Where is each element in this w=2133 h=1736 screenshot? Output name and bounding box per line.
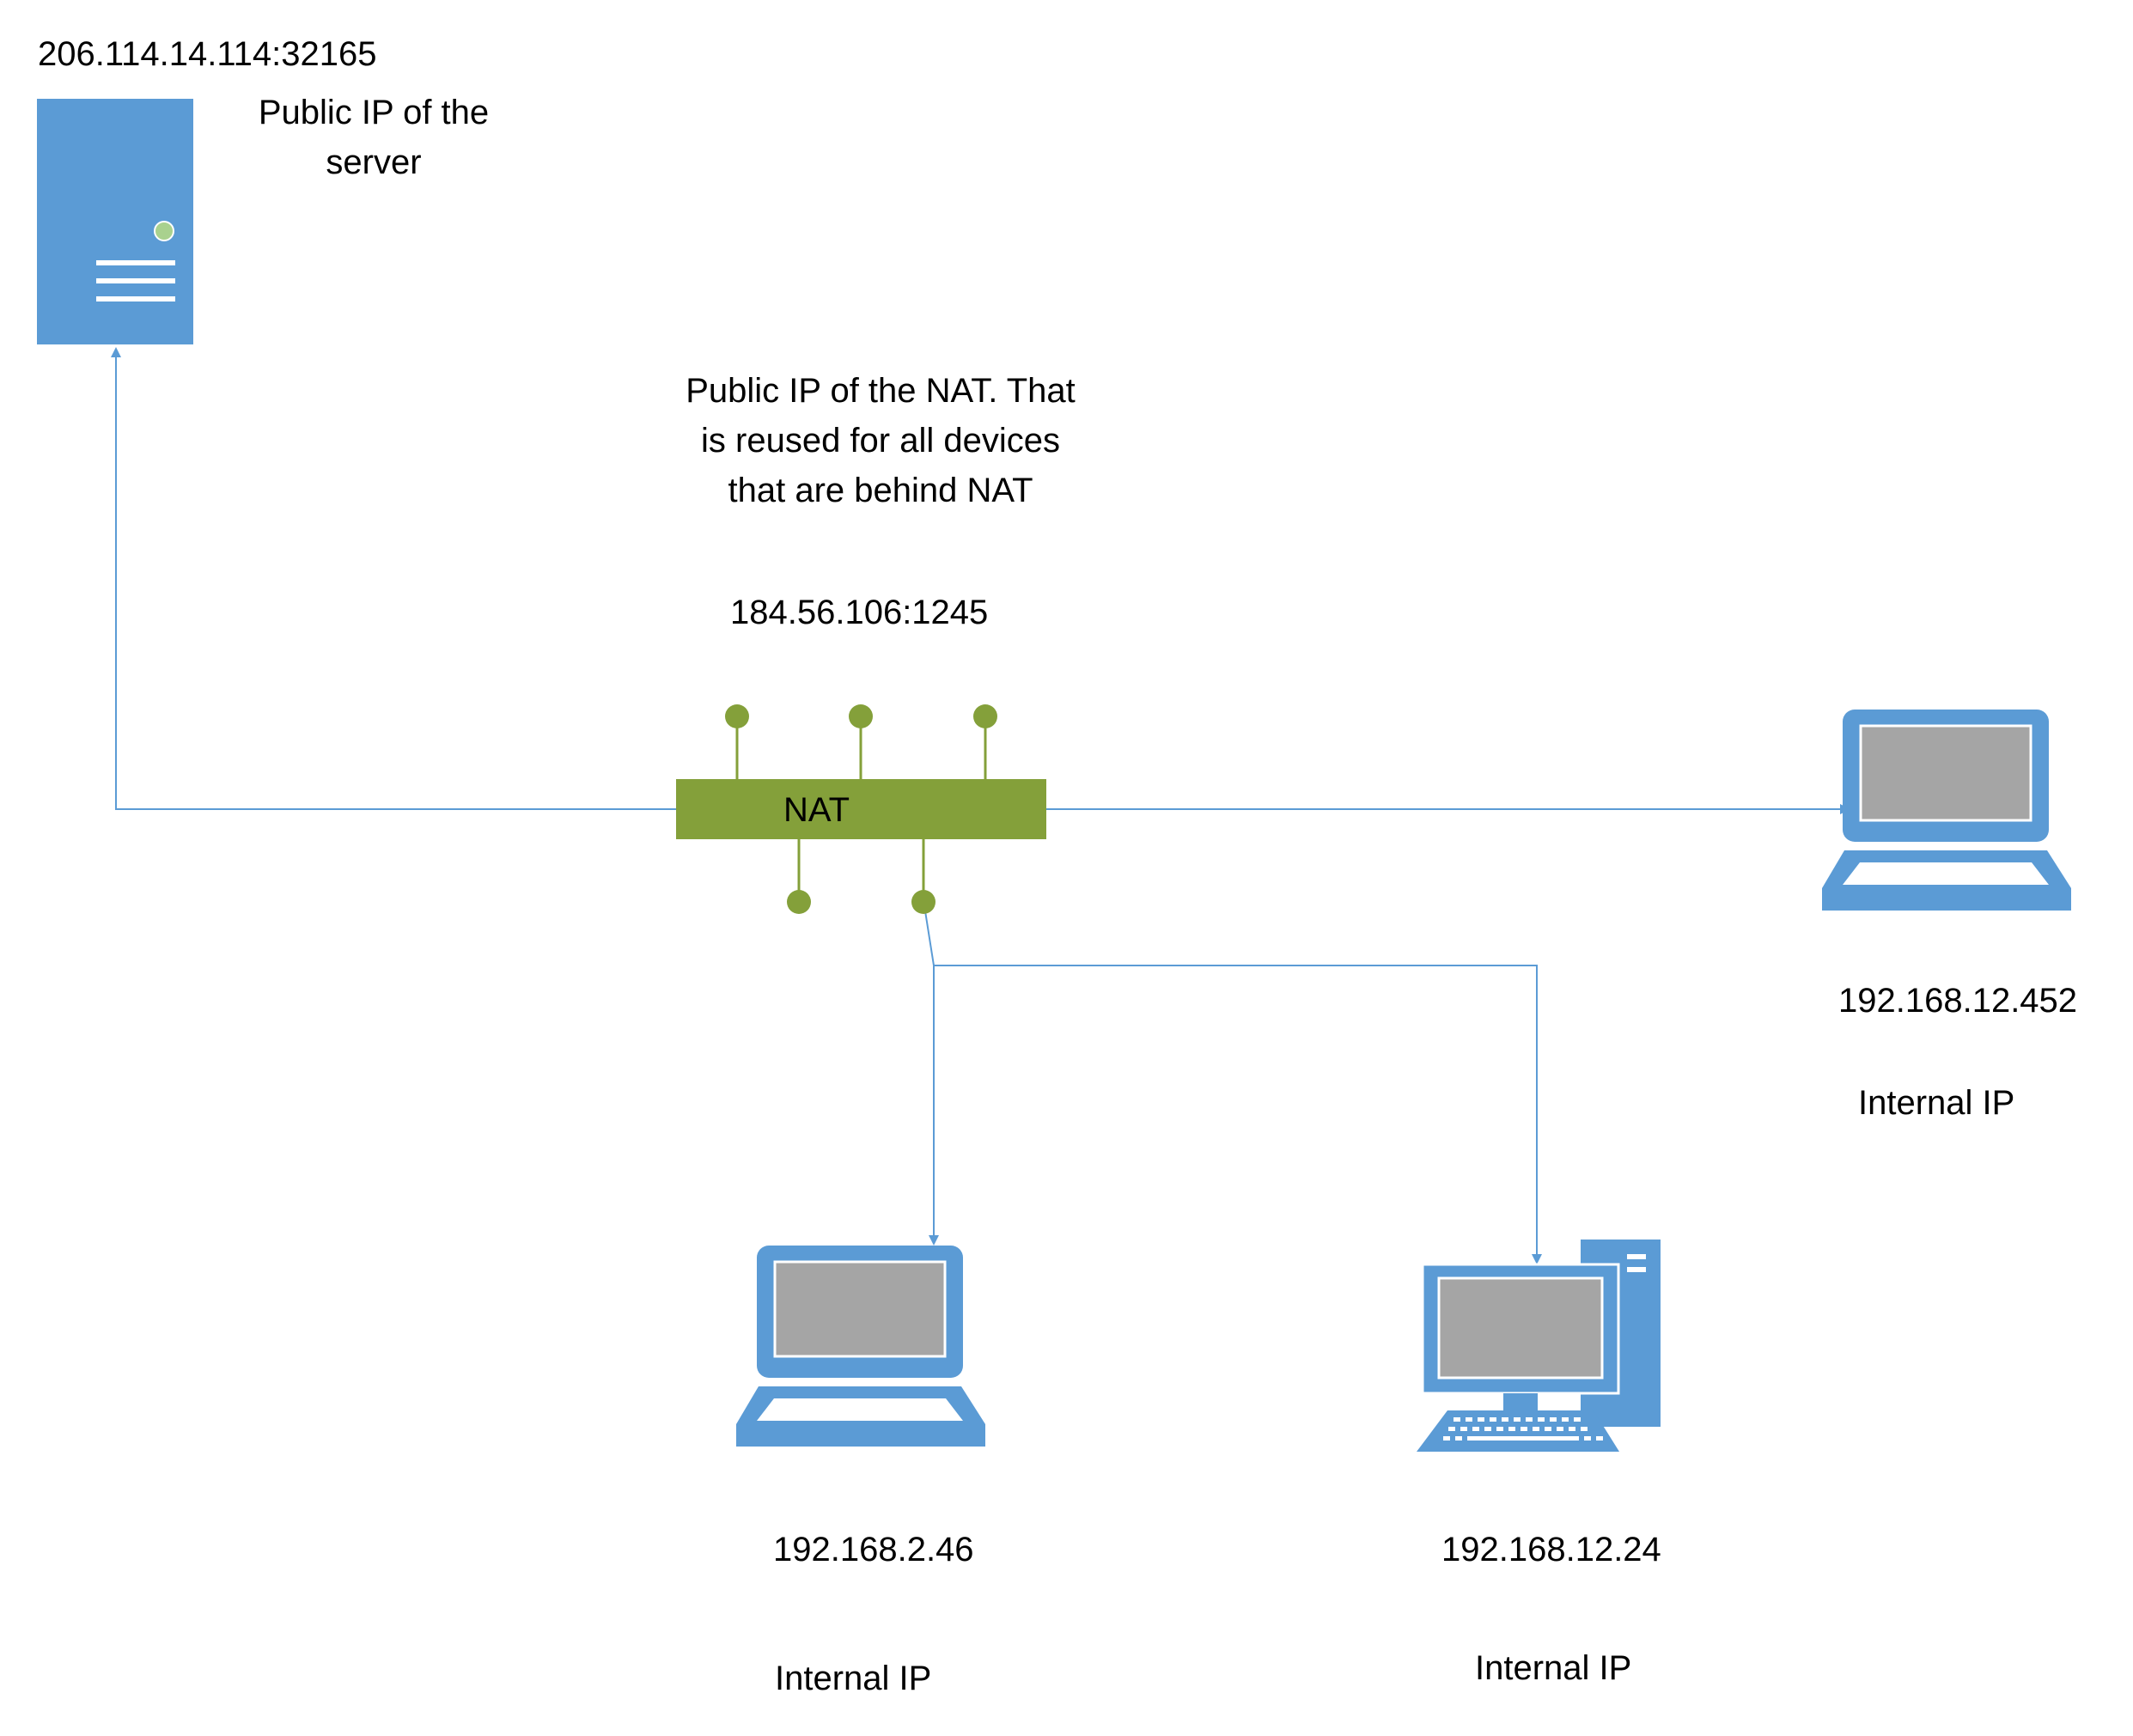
- right-laptop-caption: Internal IP: [1858, 1084, 2015, 1122]
- laptop-icon: [736, 1246, 985, 1447]
- server-description: Public IP of the server: [258, 94, 490, 181]
- desktop-computer-icon: [1417, 1240, 1661, 1452]
- nat-description: Public IP of the NAT. That is reused for…: [686, 372, 1076, 509]
- nat-to-desktop-link: [934, 965, 1542, 1264]
- nat-label: NAT: [783, 791, 850, 829]
- nat-router-icon: [676, 704, 1046, 914]
- nat-ip-label: 184.56.106:1245: [730, 594, 989, 631]
- right-laptop-ip-label: 192.168.12.452: [1838, 982, 2078, 1020]
- server-ip-label: 206.114.14.114:32165: [38, 35, 377, 73]
- desktop-ip-label: 192.168.12.24: [1441, 1531, 1661, 1568]
- desktop-caption: Internal IP: [1475, 1649, 1632, 1687]
- nat-to-server-link: [111, 347, 679, 810]
- server-icon: [37, 99, 193, 344]
- bottom-laptop-ip-label: 192.168.2.46: [773, 1531, 974, 1568]
- bottom-laptop-caption: Internal IP: [775, 1660, 932, 1697]
- laptop-icon: [1822, 710, 2071, 911]
- connection-lines: [111, 347, 1850, 1264]
